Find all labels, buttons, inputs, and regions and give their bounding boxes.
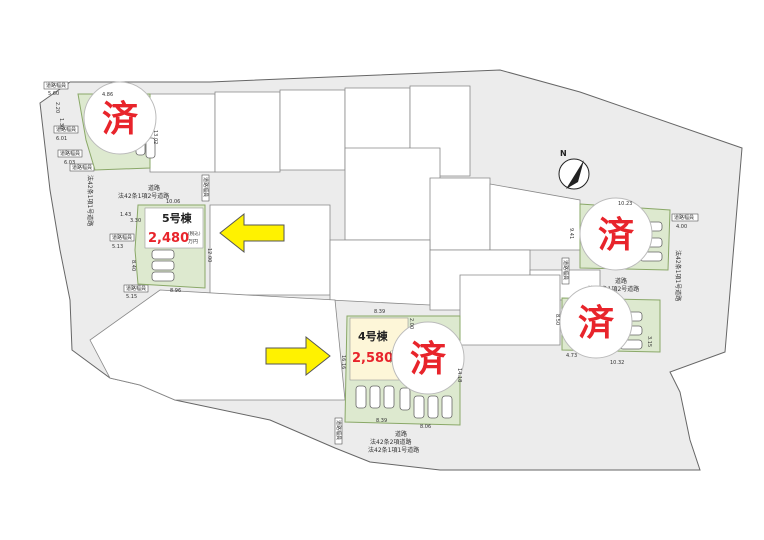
dim-14-18: 14.18 <box>456 368 462 382</box>
dim-12-00: 12.00 <box>206 248 212 262</box>
dim-8-39-bottom: 8.39 <box>376 418 387 424</box>
sold-mark-lot-right-top: 済 <box>598 215 634 256</box>
road-label-right: 道路 法42条1項2号道路 法42条1項1号道路 <box>588 250 682 301</box>
arrow-left-to-lot5 <box>219 212 285 254</box>
dim-3-30: 3.30 <box>130 218 141 224</box>
dim-4-00: 4.00 <box>676 224 687 230</box>
dim-10-06: 10.06 <box>166 199 180 205</box>
dimension-labels: 5.60 2.20 1.30 6.01 6.03 4.86 13.02 10.0… <box>48 91 687 430</box>
lot-5[interactable]: 5号棟 2,480 (税込) 万円 <box>134 204 206 289</box>
dim-10-32: 10.32 <box>610 360 624 366</box>
dim-4-86: 4.86 <box>102 92 113 98</box>
lot-5-name: 5号棟 <box>162 211 193 225</box>
road-width-label-9: 道路幅員 <box>562 260 569 280</box>
dim-5-15: 5.15 <box>126 294 137 300</box>
dim-4-73: 4.73 <box>566 353 577 359</box>
lot-4-price: 2,580 <box>352 351 393 366</box>
dim-6-01: 6.01 <box>56 136 67 142</box>
arrow-right-to-lot4 <box>265 335 331 377</box>
sold-mark-lot-4: 済 <box>410 339 446 380</box>
road-width-labels: 道路幅員 道路幅員 道路幅員 道路幅員 道路幅員 道路幅員 道路幅員 道路幅員 … <box>43 81 699 445</box>
dim-8-50: 8.50 <box>554 314 560 325</box>
sold-mark-lot-top-left: 済 <box>102 99 138 140</box>
road-label-top-line2: 法42条1項2号道路 <box>118 192 169 200</box>
dim-9-41: 9.41 <box>568 228 574 239</box>
road-label-right-vertical: 法42条1項1号道路 <box>674 250 682 301</box>
road-width-label-2: 道路幅員 <box>56 126 76 133</box>
road-label-left-vertical: 法42条1項1号道路 <box>86 175 94 226</box>
dim-8-06: 8.06 <box>420 424 431 430</box>
road-width-label-7: 道路幅員 <box>202 177 209 197</box>
dim-8-40: 8.40 <box>130 260 136 271</box>
road-label-right-line1: 道路 <box>615 277 627 285</box>
road-label-bottom: 道路 法42条2項道路 法42条1項1号道路 <box>368 430 419 454</box>
lot-right-bottom: 済 <box>559 285 661 359</box>
lot-5-price: 2,480 <box>148 231 189 246</box>
road-width-label-3: 道路幅員 <box>60 150 80 157</box>
compass-label: N <box>560 149 567 158</box>
sold-mark-lot-right-bottom: 済 <box>578 303 614 344</box>
dim-2-20: 2.20 <box>54 102 60 113</box>
road-width-label-8: 道路幅員 <box>674 214 694 221</box>
road-width-label-4: 道路幅員 <box>72 164 92 171</box>
dim-10-23: 10.23 <box>618 201 632 207</box>
dim-5-13: 5.13 <box>112 244 123 250</box>
dim-6-03: 6.03 <box>64 160 75 166</box>
road-label-top: 道路 法42条1項2号道路 <box>118 184 169 200</box>
dim-1-30: 1.30 <box>58 118 64 129</box>
road-label-bottom-line1: 道路 <box>395 430 407 438</box>
dim-3-15: 3.15 <box>646 336 652 347</box>
lot-top-left: 済 <box>77 81 157 171</box>
lot-4-name: 4号棟 <box>358 329 389 343</box>
lot-right-top: 済 <box>579 197 671 271</box>
lot-5-tax: (税込) <box>188 230 201 237</box>
road-label-top-line1: 道路 <box>148 184 160 192</box>
compass-icon: N <box>558 149 590 190</box>
road-width-label-1: 道路幅員 <box>46 82 66 89</box>
lot-5-unit: 万円 <box>188 239 198 245</box>
dim-2-00: 2.00 <box>408 318 414 329</box>
dim-8-96: 8.96 <box>170 288 181 294</box>
lot-4[interactable]: 4号棟 2,580 (税込) 万円 済 <box>344 315 465 426</box>
road-width-label-6: 道路幅員 <box>126 285 146 292</box>
road-label-bottom-line3: 法42条1項1号道路 <box>368 446 419 454</box>
road-width-label-5: 道路幅員 <box>112 234 132 241</box>
dim-5-60: 5.60 <box>48 91 59 97</box>
dim-1-43: 1.43 <box>120 212 131 218</box>
dim-16-16: 16.16 <box>340 355 346 369</box>
road-label-right-line2: 法42条1項2号道路 <box>588 285 639 293</box>
dim-13-02: 13.02 <box>152 130 158 144</box>
road-label-bottom-line2: 法42条2項道路 <box>370 438 411 446</box>
dim-8-39: 8.39 <box>374 309 385 315</box>
road-width-label-10: 道路幅員 <box>335 420 342 440</box>
